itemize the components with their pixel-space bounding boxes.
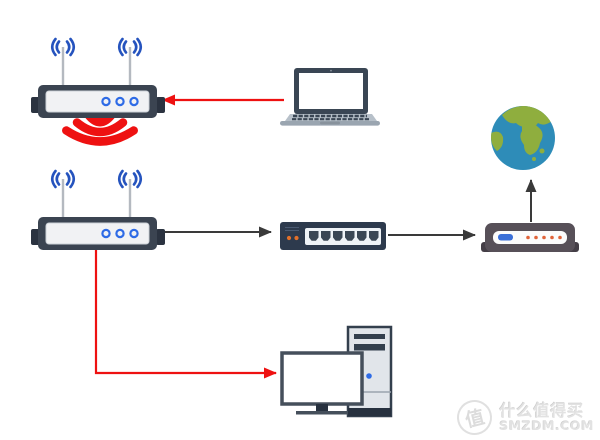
watermark-brand: 什么值得买 bbox=[499, 400, 585, 420]
edge-router-main-to-desktop bbox=[94, 249, 277, 379]
watermark-domain: SMZDM.COM bbox=[499, 418, 594, 434]
antenna-icon bbox=[61, 47, 132, 86]
switch-led-lights bbox=[286, 235, 299, 241]
wireless-router-main-icon bbox=[30, 169, 166, 250]
webcam-icon bbox=[330, 69, 332, 72]
watermark: 值 什么值得买 SMZDM.COM bbox=[453, 396, 594, 439]
globe-continents bbox=[491, 106, 552, 161]
touchpad bbox=[320, 121, 340, 125]
ethernet-switch-icon bbox=[279, 221, 387, 251]
modem-icon bbox=[478, 220, 582, 256]
router-led-lights bbox=[101, 228, 139, 239]
watermark-logo-char: 值 bbox=[463, 405, 487, 432]
ethernet-ports bbox=[309, 231, 379, 241]
pc-monitor bbox=[280, 351, 364, 415]
laptop-screen bbox=[299, 73, 363, 109]
keyboard-keys bbox=[292, 114, 369, 121]
laptop-icon bbox=[278, 66, 382, 128]
wifi-signal-icon bbox=[62, 109, 138, 146]
antenna-signal-icon bbox=[50, 37, 143, 57]
power-button bbox=[366, 373, 372, 379]
modem-led-lights bbox=[526, 235, 562, 240]
router-led-lights bbox=[101, 96, 139, 107]
desktop-computer-icon bbox=[278, 322, 398, 422]
wireless-router-secondary-icon bbox=[30, 37, 166, 118]
antenna-signal-icon bbox=[50, 169, 143, 189]
globe-icon bbox=[488, 103, 558, 173]
modem-status-bar bbox=[498, 234, 513, 241]
antenna-icon bbox=[61, 179, 132, 218]
smzdm-logo-icon: 值 bbox=[453, 396, 496, 439]
